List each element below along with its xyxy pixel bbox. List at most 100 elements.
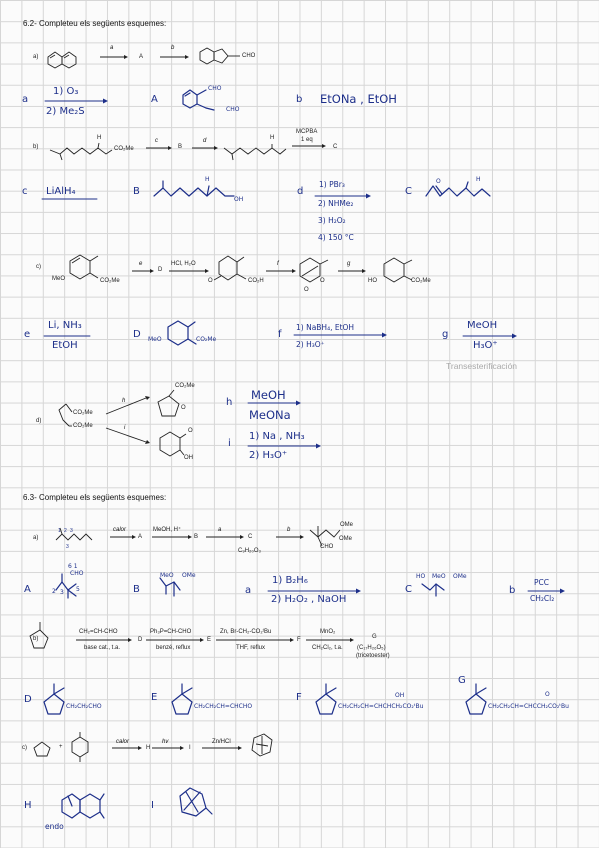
stereo-label: H — [270, 135, 275, 141]
answer-step: 1) Na , NH₃ — [249, 431, 305, 442]
answer-reagent: Li, NH₃ — [48, 320, 82, 331]
birch-product-structure — [167, 320, 197, 346]
ring-D-structure — [43, 683, 65, 715]
compound-label: B — [178, 144, 183, 150]
reagent-label: HCl, H₂O — [171, 261, 196, 267]
reagent-label: MCPBA — [296, 129, 318, 135]
allyl-vinyl-ether-structure — [55, 527, 93, 541]
reagent-label: hv — [162, 739, 169, 745]
answer-group: MeO — [148, 336, 162, 343]
group-label: CO₂Me — [73, 423, 93, 429]
answer-arrow-i — [247, 443, 321, 449]
answer-compound-label: G — [458, 675, 466, 686]
acetal-B-structure — [159, 577, 181, 597]
reagent-label: b — [287, 527, 291, 533]
answer-arrow-h — [247, 400, 301, 406]
answer-stereo: H — [205, 176, 210, 183]
answer-step: 3) H₂O₂ — [318, 216, 346, 225]
reagent-label: h — [122, 398, 126, 404]
answer-compound-label: E — [151, 692, 158, 703]
compound-label: A — [139, 54, 144, 60]
compound-label: F — [297, 637, 301, 643]
answer-chain: CH₂CH₂CH=CHCHO — [194, 703, 253, 710]
item-label-b: b) — [33, 636, 39, 642]
answer-reagent: EtOH — [52, 340, 78, 351]
group-label: CO₂H — [248, 278, 264, 284]
cyclopentadiene-structure — [33, 741, 51, 757]
answer-compound-label: D — [24, 694, 32, 705]
diene-chain-structure — [223, 144, 287, 161]
ketoester-ring-structure — [157, 389, 180, 417]
atom-label: O — [208, 278, 213, 284]
answer-chain: CH₂CH₂CHO — [66, 703, 102, 710]
hydroxyketone-ring-structure — [159, 431, 187, 457]
answer-reagent: PCC — [534, 578, 549, 587]
reagent-label: a — [218, 527, 222, 533]
answer-reagent: H₃O⁺ — [473, 340, 498, 351]
group-label: CO₂Me — [175, 383, 195, 389]
condition-label: benzé, reflux — [156, 645, 191, 651]
answer-arrow-a — [44, 98, 108, 104]
methyl-diketone-structure — [29, 622, 49, 649]
group-label: CO₂Me — [73, 410, 93, 416]
answer-group: OMe — [182, 572, 196, 579]
answer-group: CHO — [208, 85, 222, 92]
answer-arrow-d — [314, 193, 371, 199]
answer-compound-label: C — [405, 584, 412, 595]
reagent-label: 1 eq — [301, 137, 313, 143]
answer-arrow-a-63 — [267, 588, 361, 594]
reagent-label: MnO₂ — [320, 629, 336, 635]
stereo-label: H — [97, 135, 102, 141]
answer-step: 1) PBr₃ — [319, 180, 345, 189]
answer-label: f — [278, 329, 282, 340]
atom-number: 3 — [66, 544, 69, 550]
group-label: CO₂Me — [411, 278, 431, 284]
answer-atom-number: 3 — [60, 589, 64, 596]
answer-reagent: EtONa , EtOH — [320, 92, 397, 106]
answer-arrow-g — [462, 333, 517, 339]
ketoacid-structure — [213, 255, 247, 281]
reagent-label: Zn, Br-CH₂-CO₂ᵗBu — [220, 629, 272, 635]
answer-atom-number: 5 — [76, 586, 80, 593]
indene-cho-structure — [199, 47, 240, 65]
condition-label: CH₂Cl₂, t.a. — [312, 645, 343, 651]
answer-arrow-f — [293, 332, 387, 338]
compound-label: H — [146, 745, 151, 751]
answer-atom-number: 2 — [52, 588, 56, 595]
answer-arrow-b-63 — [527, 588, 565, 594]
compound-label: A — [138, 534, 143, 540]
arrow-mcpba — [292, 144, 326, 148]
item-label-b: b) — [33, 144, 39, 150]
item-label-a: a) — [33, 535, 39, 541]
answer-compound-label: H — [24, 800, 32, 811]
group-label: OMe — [340, 522, 354, 528]
arrow-hcl — [169, 269, 209, 273]
answer-step: 1) NaBH₄, EtOH — [296, 323, 355, 332]
atom-number: 3 — [70, 528, 73, 534]
reagent-label: d — [203, 138, 207, 144]
compound-label: B — [194, 534, 199, 540]
answer-compound-label: C — [405, 186, 412, 197]
answer-compound-label: F — [296, 692, 302, 703]
reagent-label: Ph₃P=CH-CHO — [150, 629, 192, 635]
answer-group: MeO — [160, 572, 174, 579]
reagent-label: calor — [116, 739, 130, 745]
item-label-a: a) — [33, 54, 39, 60]
answer-reagent: MeOH — [467, 320, 498, 331]
answer-compound-label: D — [133, 329, 141, 340]
reagent-label: f — [277, 261, 279, 267]
section-title-6-3: 6.3- Completeu els següents esquemes: — [23, 493, 167, 502]
atom-label: O — [304, 287, 309, 293]
answer-chain: CH₂CH₂CH=CHCCH₂CO₂ᵗBu — [488, 703, 569, 710]
group-label: CO₂Me — [114, 146, 134, 152]
cage-dione-structure — [251, 733, 273, 757]
answer-atom-numbers: 6 1 — [68, 563, 78, 570]
answer-compound-label: A — [151, 94, 158, 105]
answer-group: OH — [395, 692, 405, 699]
answer-step: 2) H₂O₂ , NaOH — [271, 594, 347, 605]
answer-atom: O — [545, 691, 550, 698]
group-label: OH — [184, 455, 193, 461]
answer-step: 1) B₂H₆ — [272, 575, 308, 586]
arrow-i — [105, 427, 150, 444]
